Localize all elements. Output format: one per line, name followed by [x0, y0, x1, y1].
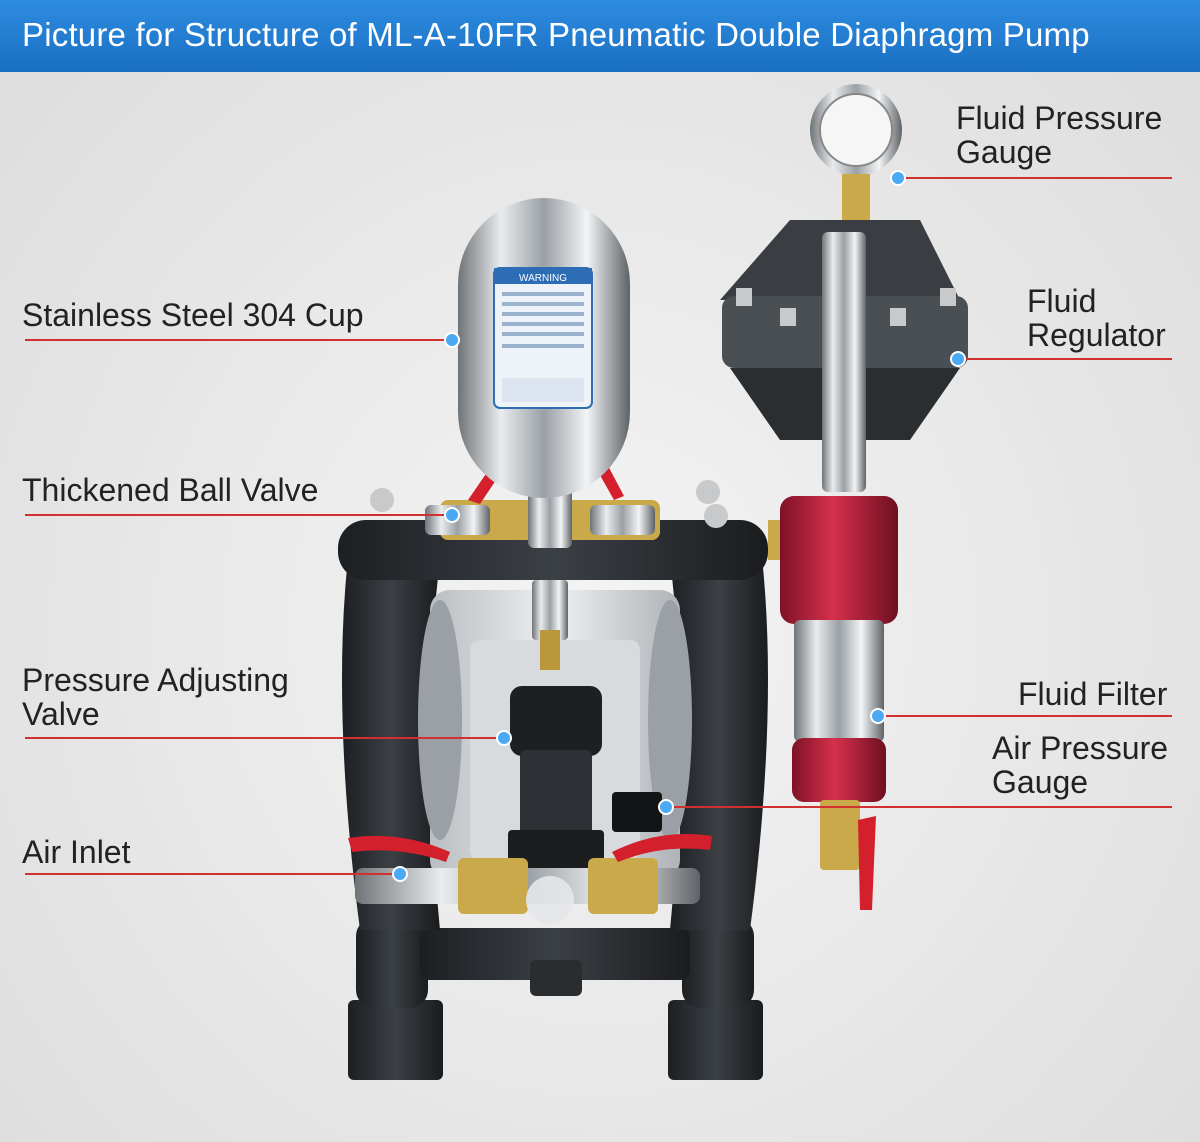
label-fluid-regulator-line1: Fluid: [1027, 283, 1097, 319]
label-fluid-pressure-gauge-line1: Fluid Pressure: [956, 100, 1163, 136]
leader-line-pressure-adjusting-valve: [25, 737, 503, 739]
label-air-pressure-gauge-line1: Air Pressure: [992, 730, 1169, 766]
label-air-pressure-gauge-line2: Gauge: [992, 764, 1089, 800]
label-stainless-steel-cup: Stainless Steel 304 Cup: [22, 297, 364, 333]
stainless-steel-cup: WARNING: [458, 198, 630, 498]
leader-line-fluid-regulator: [958, 358, 1172, 360]
leader-line-thickened-ball-valve: [25, 514, 452, 516]
fluid-regulator-assembly: [720, 84, 968, 910]
marker-air-inlet: [394, 868, 406, 880]
marker-thickened-ball-valve: [446, 509, 458, 521]
marker-fluid-pressure-gauge: [892, 172, 904, 184]
pump-base: [348, 918, 763, 1080]
label-pressure-adjusting-valve-line1: Pressure Adjusting: [22, 662, 289, 698]
title-bar: Picture for Structure of ML-A-10FR Pneum…: [0, 0, 1200, 72]
marker-air-pressure-gauge: [660, 801, 672, 813]
leader-line-fluid-filter: [878, 715, 1172, 717]
label-fluid-regulator-line2: Regulator: [1027, 317, 1166, 353]
label-fluid-filter: Fluid Filter: [1018, 676, 1168, 712]
pressure-adjusting-valve: [508, 686, 662, 870]
leader-line-air-pressure-gauge: [666, 806, 1172, 808]
label-air-inlet: Air Inlet: [22, 834, 131, 870]
marker-fluid-regulator: [952, 353, 964, 365]
marker-stainless-steel-cup: [446, 334, 458, 346]
label-fluid-pressure-gauge-line2: Gauge: [956, 134, 1053, 170]
leader-line-air-inlet: [25, 873, 400, 875]
marker-pressure-adjusting-valve: [498, 732, 510, 744]
label-pressure-adjusting-valve-line2: Valve: [22, 696, 100, 732]
label-thickened-ball-valve: Thickened Ball Valve: [22, 472, 319, 508]
leader-line-stainless-steel-cup: [25, 339, 452, 341]
marker-fluid-filter: [872, 710, 884, 722]
page-title: Picture for Structure of ML-A-10FR Pneum…: [22, 16, 1090, 53]
air-inlet-line: [348, 834, 712, 924]
top-manifold: [338, 462, 768, 670]
leader-line-fluid-pressure-gauge: [898, 177, 1172, 179]
cup-warning-label: WARNING: [519, 273, 567, 284]
